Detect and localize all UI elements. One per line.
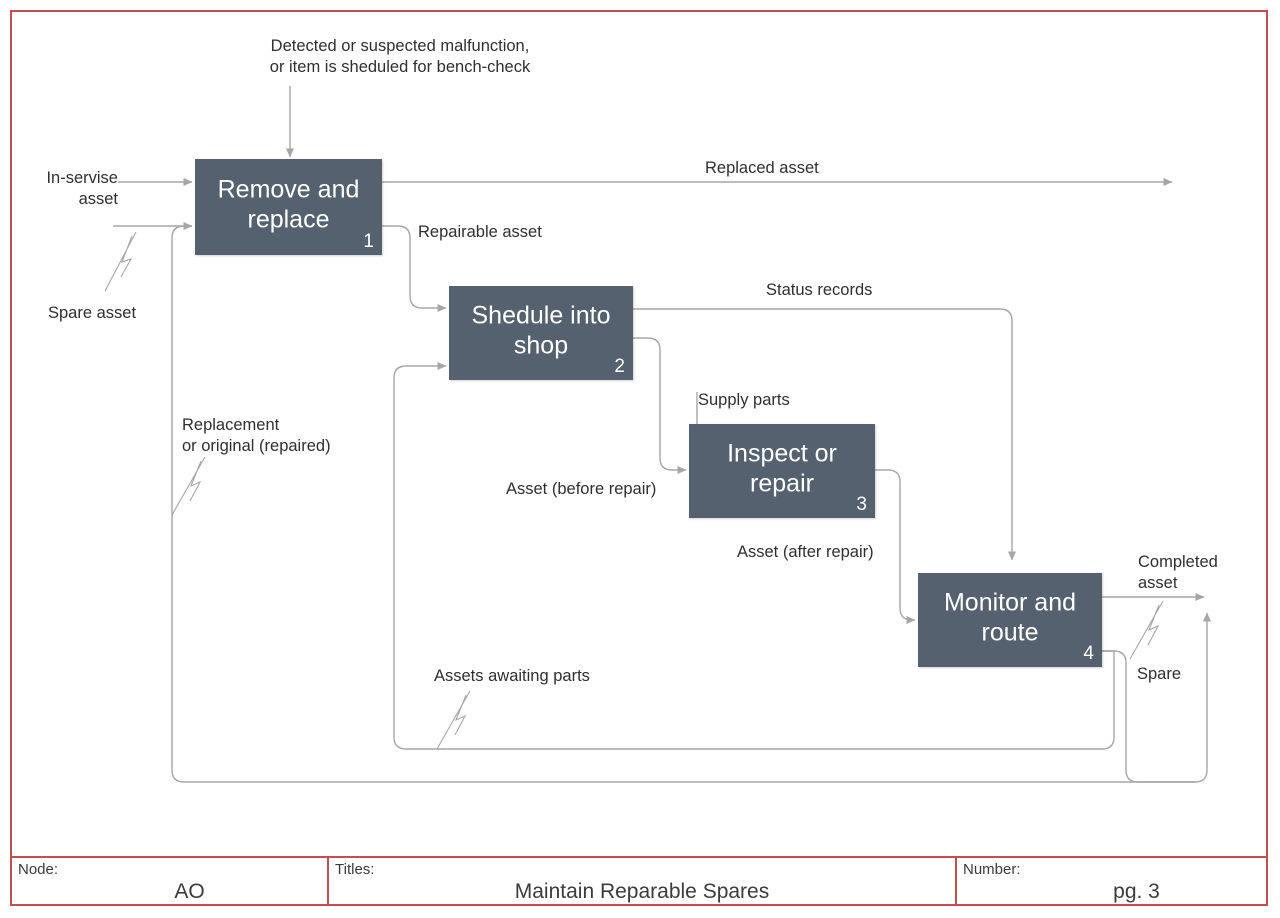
activity-title: Remove and replace	[217, 175, 360, 234]
activity-number: 2	[614, 356, 625, 377]
title-bar-node-cell: Node: AO	[12, 858, 327, 904]
activity-number: 3	[856, 494, 867, 515]
wire-asset-before-repair	[633, 337, 687, 474]
flow-label-completed-asset: Completed asset	[1138, 553, 1218, 592]
activity-title: Shedule into shop	[471, 301, 611, 360]
activity-title: Monitor and route	[943, 588, 1077, 647]
node-value: AO	[174, 880, 205, 903]
flow-label-replacement-or-original: Replacement or original (repaired)	[182, 416, 331, 455]
flow-label-replaced-asset: Replaced asset	[705, 159, 819, 177]
activity-box-shedule-into-shop[interactable]: Shedule into shop 2	[449, 286, 633, 380]
titles-label: Titles:	[335, 861, 375, 878]
titles-value: Maintain Reparable Spares	[514, 880, 770, 903]
number-label: Number:	[963, 861, 1021, 878]
flow-label-control-top: Detected or suspected malfunction, or it…	[269, 37, 531, 76]
wire-asset-after-repair	[875, 469, 916, 624]
tunnel-squiggle-spare-asset	[104, 231, 137, 292]
flow-label-in-service-asset: In-servise asset	[46, 169, 118, 208]
node-label: Node:	[18, 861, 59, 878]
number-value: pg. 3	[1113, 880, 1160, 903]
flow-label-repairable-asset: Repairable asset	[418, 223, 542, 241]
flow-label-asset-before-repair: Asset (before repair)	[506, 480, 657, 498]
tunnel-squiggle-completed-asset	[1129, 600, 1164, 660]
flow-label-spare-asset: Spare asset	[48, 304, 137, 322]
flow-label-asset-after-repair: Asset (after repair)	[737, 543, 874, 561]
wire-assets-awaiting-parts	[393, 362, 1115, 750]
title-bar-titles-cell: Titles: Maintain Reparable Spares	[327, 858, 955, 904]
tunnel-squiggle-awaiting-parts	[436, 690, 471, 750]
activity-number: 4	[1083, 643, 1094, 664]
tunnel-squiggle-replacement	[171, 456, 206, 516]
title-bar-number-cell: Number: pg. 3	[955, 858, 1266, 904]
diagram-title-bar: Node: AO Titles: Maintain Reparable Spar…	[10, 856, 1268, 906]
activity-title: Inspect or repair	[727, 439, 837, 498]
wire-status-records	[633, 308, 1016, 561]
activity-box-inspect-or-repair[interactable]: Inspect or repair 3	[689, 424, 875, 518]
activity-box-monitor-and-route[interactable]: Monitor and route 4	[918, 573, 1102, 667]
wire-replacement-or-original	[171, 225, 1195, 783]
flow-label-assets-awaiting-parts: Assets awaiting parts	[434, 667, 590, 685]
flow-label-spare: Spare	[1137, 665, 1182, 683]
wire-spare-loop	[1102, 612, 1211, 783]
flow-label-supply-parts: Supply parts	[698, 391, 790, 409]
activity-box-remove-and-replace[interactable]: Remove and replace 1	[195, 159, 382, 255]
activity-number: 1	[363, 231, 374, 252]
flow-label-status-records: Status records	[766, 281, 873, 299]
wire-repairable-asset	[382, 225, 447, 312]
